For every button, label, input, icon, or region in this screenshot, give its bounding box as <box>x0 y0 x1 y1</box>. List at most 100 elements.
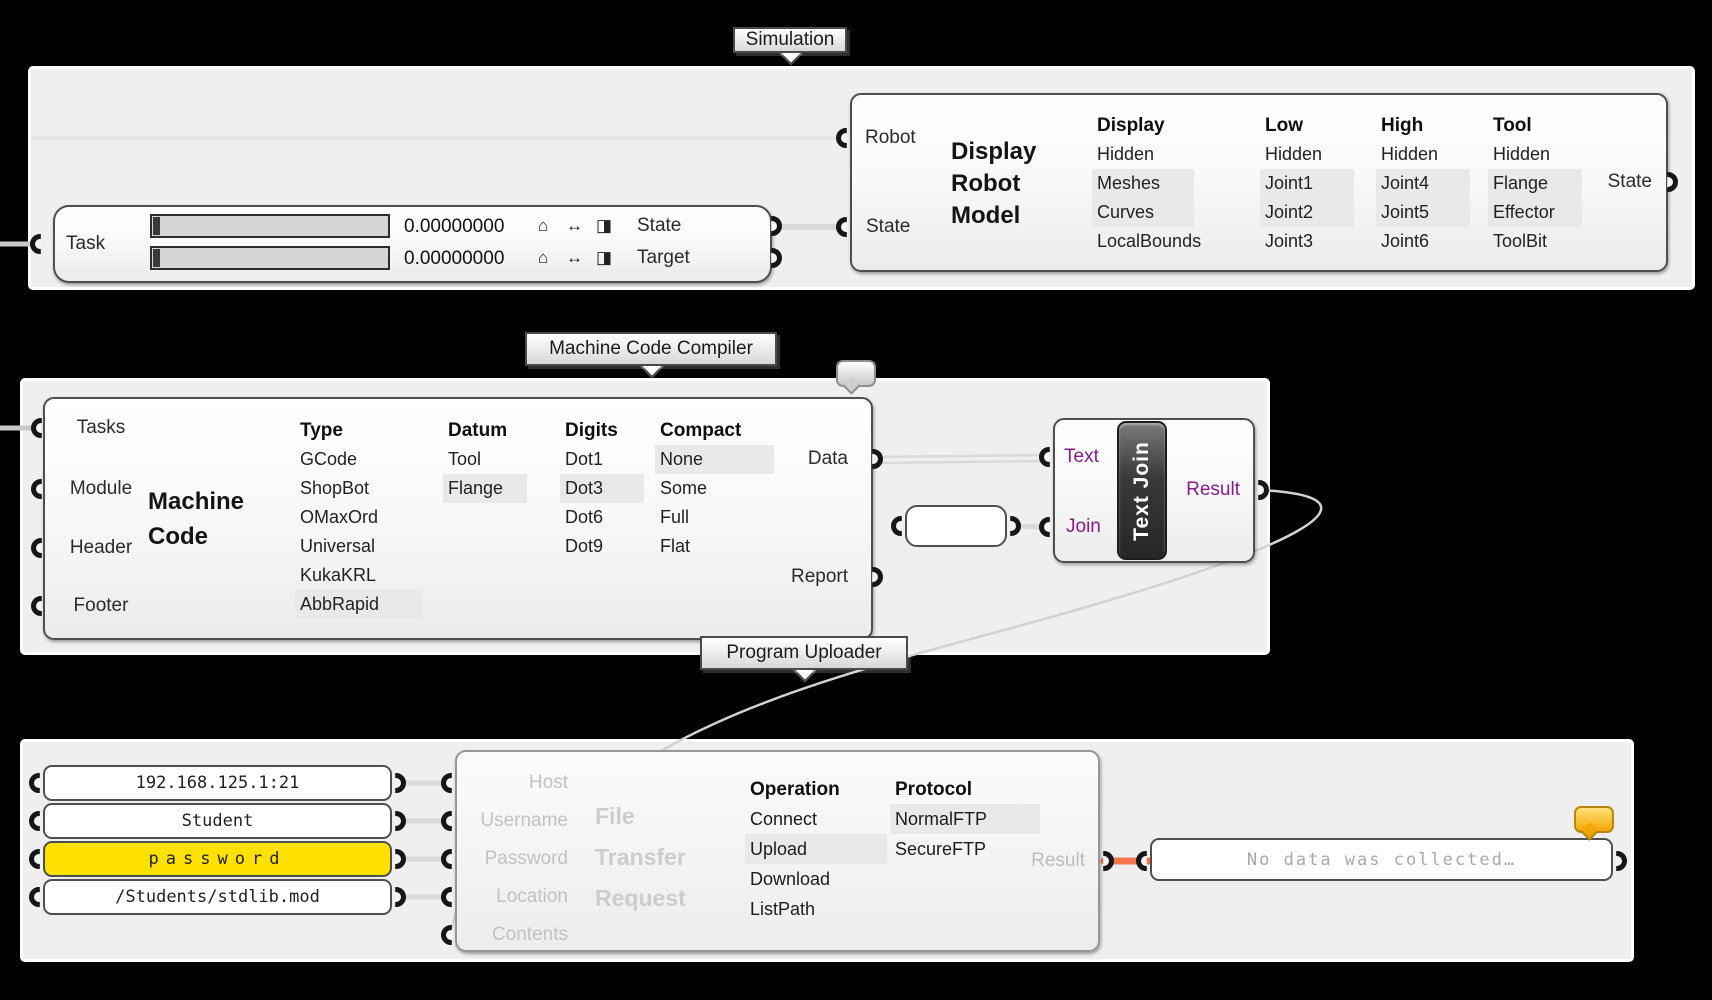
value-list-option[interactable]: ShopBot <box>300 478 370 498</box>
half-square-icon: ◨ <box>596 248 613 267</box>
value-list-option[interactable]: Hidden <box>1381 144 1439 164</box>
header-input-connector[interactable] <box>31 538 42 558</box>
value-list-option[interactable]: Upload <box>745 834 887 864</box>
value-list-option[interactable]: Curves <box>1092 198 1194 227</box>
machine-code-component[interactable] <box>43 397 873 640</box>
username-value-panel[interactable]: Student <box>43 803 392 839</box>
value-list-option[interactable]: AbbRapid <box>295 590 422 619</box>
tool-value-list: Tool Hidden Flange Effector ToolBit <box>1488 112 1582 256</box>
value-list-option[interactable]: SecureFTP <box>895 839 987 859</box>
value-list-option[interactable]: Joint3 <box>1265 231 1314 251</box>
value-list-option[interactable]: Some <box>660 478 708 498</box>
value-list-option[interactable]: Joint4 <box>1376 169 1470 198</box>
value-list-option[interactable]: KukaKRL <box>300 565 377 585</box>
value-list-option[interactable]: Tool <box>448 449 482 469</box>
value-list-option[interactable]: Dot6 <box>565 507 604 527</box>
value-list-option[interactable]: ListPath <box>750 899 816 919</box>
footer-input-connector[interactable] <box>31 596 42 616</box>
slider-handle[interactable] <box>153 217 160 235</box>
component-title: File Transfer Request <box>595 803 686 911</box>
host-input-connector[interactable] <box>441 773 452 793</box>
drm-state-output-connector[interactable] <box>1667 172 1678 192</box>
value-list-option[interactable]: LocalBounds <box>1097 231 1202 251</box>
password-panel-input-connector[interactable] <box>29 849 40 869</box>
location-value-panel[interactable]: /Students/stdlib.mod <box>43 879 392 915</box>
value-list-option[interactable]: Dot3 <box>560 474 644 503</box>
username-input-connector[interactable] <box>441 811 452 831</box>
type-value-list: Type GCode ShopBot OMaxOrd Universal Kuk… <box>295 417 422 619</box>
location-panel-output-connector[interactable] <box>395 887 406 907</box>
report-output-connector[interactable] <box>872 567 883 587</box>
data-output-connector[interactable] <box>872 449 883 469</box>
value-list-option[interactable]: Flange <box>443 474 527 503</box>
value-list-option[interactable]: ToolBit <box>1493 231 1548 251</box>
join-value-panel[interactable] <box>905 505 1007 547</box>
password-panel-output-connector[interactable] <box>395 849 406 869</box>
result-panel-input-connector[interactable] <box>1136 851 1147 871</box>
username-panel-input-connector[interactable] <box>29 811 40 831</box>
state-input-connector[interactable] <box>836 217 847 237</box>
username-panel-output-connector[interactable] <box>395 811 406 831</box>
value-list-option[interactable]: NormalFTP <box>890 804 1040 834</box>
target-output-connector[interactable] <box>771 248 782 268</box>
value-list-option[interactable]: Connect <box>750 809 818 829</box>
value-list-option[interactable]: Full <box>660 507 690 527</box>
slider-handle[interactable] <box>153 249 160 267</box>
value-list-option[interactable]: Dot9 <box>565 536 604 556</box>
value-list-option[interactable]: OMaxOrd <box>300 507 379 527</box>
value-list-option[interactable]: None <box>655 445 774 474</box>
value-list-option[interactable]: Flat <box>660 536 691 556</box>
result-panel[interactable]: No data was collected… <box>1150 838 1613 881</box>
value-list-option[interactable]: Joint6 <box>1381 231 1430 251</box>
host-value-panel[interactable]: 192.168.125.1:21 <box>43 765 392 801</box>
target-slider[interactable] <box>150 246 390 270</box>
ftr-result-output-connector[interactable] <box>1103 851 1114 871</box>
join-input-connector[interactable] <box>1039 517 1050 537</box>
location-panel-input-connector[interactable] <box>29 887 40 907</box>
warning-bubble-icon[interactable] <box>1574 806 1614 841</box>
group-label-program-uploader[interactable]: Program Uploader <box>700 636 908 670</box>
panel-text: /Students/stdlib.mod <box>115 887 320 907</box>
value-list-option[interactable]: Download <box>750 869 831 889</box>
join-panel-input-connector[interactable] <box>891 516 902 536</box>
group-label-simulation[interactable]: Simulation <box>733 27 847 53</box>
value-list-option[interactable]: Joint2 <box>1260 198 1354 227</box>
state-output-connector[interactable] <box>771 216 782 236</box>
value-list-option[interactable]: Meshes <box>1092 169 1194 198</box>
value-list-option[interactable]: Dot1 <box>565 449 604 469</box>
group-label-machine-code-compiler[interactable]: Machine Code Compiler <box>525 332 777 366</box>
value-list-option[interactable]: Joint1 <box>1260 169 1354 198</box>
value-list-option[interactable]: Flange <box>1488 169 1582 198</box>
panel-text: 192.168.125.1:21 <box>135 773 300 793</box>
value-list-option[interactable]: Hidden <box>1097 144 1155 164</box>
value-list-option[interactable]: Joint5 <box>1376 198 1470 227</box>
value-list-option[interactable]: GCode <box>300 449 358 469</box>
text-join-badge[interactable]: Text Join <box>1117 421 1167 560</box>
value-list-option[interactable]: Universal <box>300 536 376 556</box>
target-value[interactable]: 0.00000000 <box>404 248 505 269</box>
text-input-connector[interactable] <box>1039 447 1050 467</box>
location-input-connector[interactable] <box>441 887 452 907</box>
state-slider[interactable] <box>150 214 390 238</box>
value-list-option[interactable]: Hidden <box>1493 144 1551 164</box>
tasks-input-connector[interactable] <box>31 418 42 438</box>
value-list-option[interactable]: Effector <box>1488 198 1582 227</box>
value-list-option[interactable]: Hidden <box>1265 144 1323 164</box>
state-value[interactable]: 0.00000000 <box>404 216 505 237</box>
badge-text: Text Join <box>1130 440 1153 541</box>
component-title: Machine Code <box>148 488 245 550</box>
host-panel-input-connector[interactable] <box>29 773 40 793</box>
robot-input-connector[interactable] <box>836 128 847 148</box>
password-input-connector[interactable] <box>441 849 452 869</box>
module-input-connector[interactable] <box>31 479 42 499</box>
join-panel-output-connector[interactable] <box>1010 516 1021 536</box>
contents-input-connector[interactable] <box>441 925 452 945</box>
result-output-connector[interactable] <box>1258 480 1269 500</box>
result-panel-output-connector[interactable] <box>1616 851 1627 871</box>
task-input-connector[interactable] <box>30 234 41 254</box>
host-panel-output-connector[interactable] <box>395 773 406 793</box>
password-value-panel[interactable]: password <box>43 841 392 877</box>
column-header: Datum <box>448 420 508 441</box>
note-bubble-icon[interactable] <box>836 360 876 395</box>
